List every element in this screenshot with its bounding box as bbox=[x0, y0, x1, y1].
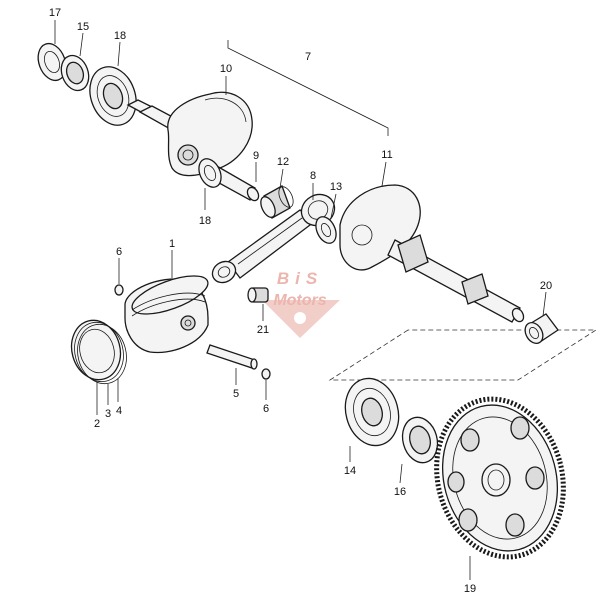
callout-6-top: 6 bbox=[116, 246, 122, 258]
callout-18-top: 18 bbox=[114, 30, 126, 42]
callout-19: 19 bbox=[464, 583, 476, 595]
small-end-bearing-21 bbox=[247, 287, 269, 303]
callout-11: 11 bbox=[381, 149, 392, 161]
callout-5: 5 bbox=[233, 388, 239, 400]
bearing-20 bbox=[524, 313, 559, 344]
group-bracket-crank bbox=[227, 40, 389, 136]
crankshaft-left-half-10 bbox=[126, 91, 253, 177]
callout-18-lower: 18 bbox=[199, 215, 211, 227]
callout-9: 9 bbox=[253, 150, 259, 162]
gear-19 bbox=[434, 396, 566, 560]
callout-8: 8 bbox=[310, 170, 316, 182]
bearing-14 bbox=[344, 377, 400, 447]
callout-numbers: 17 15 18 10 7 9 12 8 13 11 18 6 1 20 21 … bbox=[49, 7, 552, 595]
washer-13 bbox=[315, 216, 337, 244]
washer-18-lower bbox=[198, 158, 222, 188]
callout-6-bottom: 6 bbox=[263, 403, 269, 415]
needle-bearing-12 bbox=[260, 185, 294, 219]
circlip-6-top bbox=[114, 284, 124, 296]
callout-13: 13 bbox=[330, 181, 342, 193]
seal-16 bbox=[401, 416, 439, 464]
circlip-6-bottom bbox=[261, 368, 271, 380]
bearing-15 bbox=[60, 54, 90, 92]
callout-12: 12 bbox=[277, 156, 289, 168]
callout-15: 15 bbox=[77, 21, 89, 33]
callout-7: 7 bbox=[305, 51, 311, 63]
piston-rings-2-3-4 bbox=[70, 319, 127, 385]
watermark-line2: Motors bbox=[273, 292, 326, 309]
bearing-18-top bbox=[89, 66, 137, 126]
seal-17 bbox=[37, 42, 67, 82]
piston-pin-5 bbox=[206, 344, 258, 370]
piston-1 bbox=[124, 275, 209, 354]
callout-2: 2 bbox=[94, 418, 100, 430]
bis-motors-watermark: BiS Motors bbox=[262, 269, 340, 338]
callout-3: 3 bbox=[105, 408, 111, 420]
callout-1: 1 bbox=[169, 238, 175, 250]
leader-lines bbox=[54, 20, 547, 580]
callout-14: 14 bbox=[344, 465, 356, 477]
callout-20: 20 bbox=[540, 280, 552, 292]
group-bracket-gear bbox=[328, 329, 598, 381]
watermark-line1: BiS bbox=[277, 269, 323, 288]
callout-4: 4 bbox=[116, 405, 122, 417]
callout-21: 21 bbox=[257, 324, 269, 336]
callout-17: 17 bbox=[49, 7, 61, 19]
crankshaft-right-half-11 bbox=[339, 184, 525, 323]
callout-16: 16 bbox=[394, 486, 406, 498]
callout-10: 10 bbox=[220, 63, 232, 75]
